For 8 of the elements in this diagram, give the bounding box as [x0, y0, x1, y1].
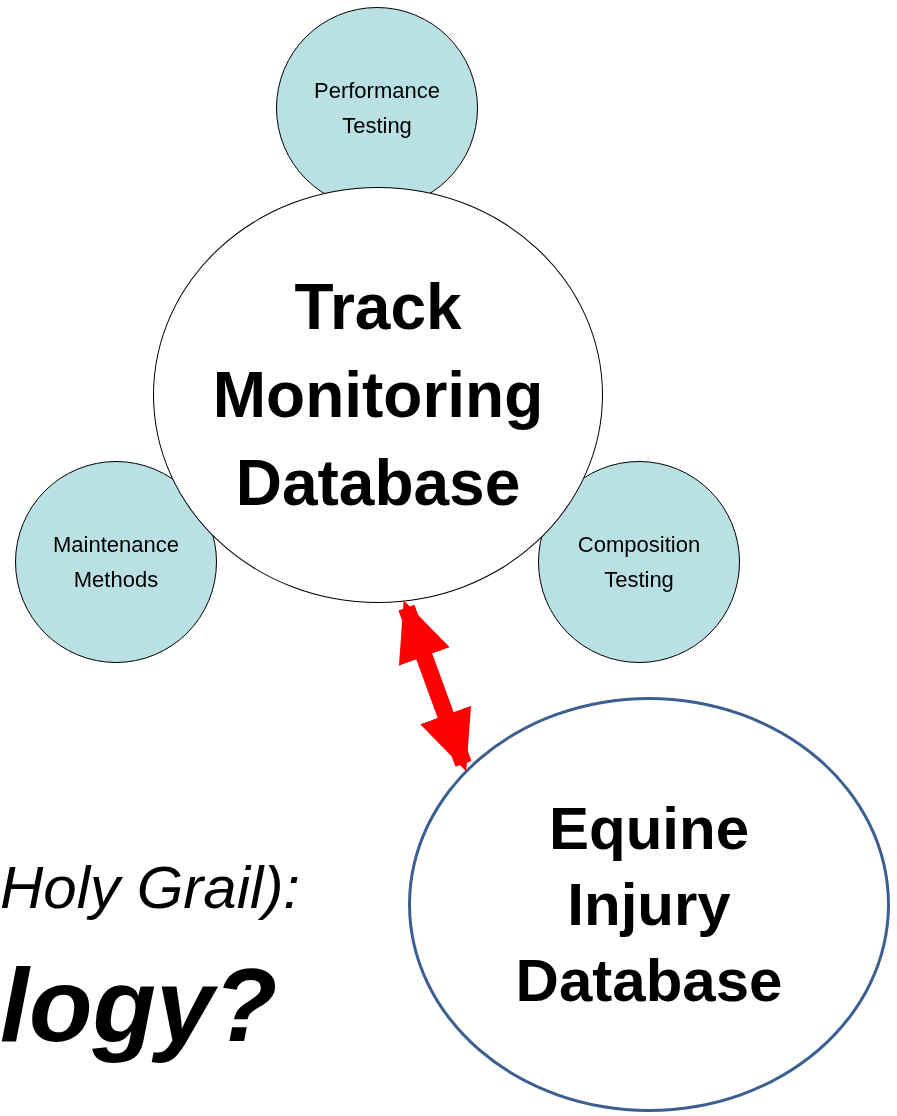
node-label: Composition Testing — [576, 531, 702, 594]
node-label: Maintenance Methods — [52, 531, 180, 594]
bold-question: logy? — [0, 946, 278, 1065]
node-label: Track Monitoring Database — [211, 270, 545, 521]
node-label: Performance Testing — [313, 77, 441, 140]
double-arrow — [398, 600, 472, 772]
node-label: Equine Injury Database — [514, 793, 784, 1016]
italic-phrase: Holy Grail): — [0, 853, 301, 923]
